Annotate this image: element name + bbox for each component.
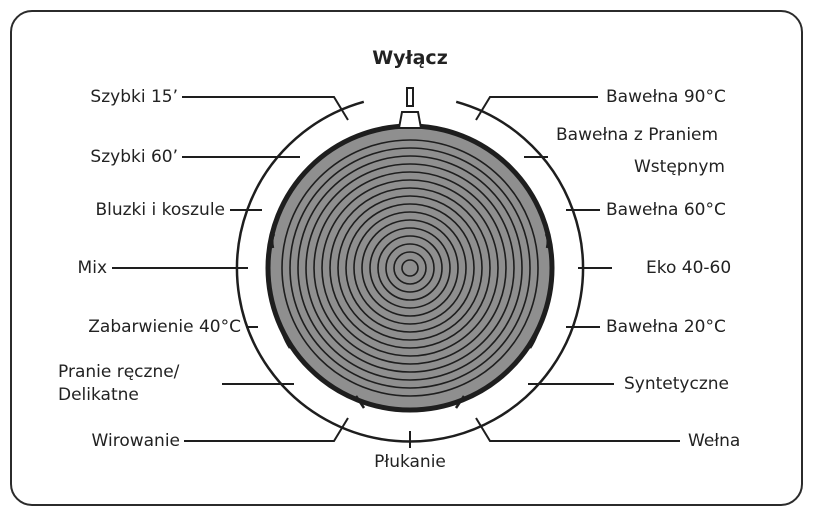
dial-bezel-arc	[235, 100, 585, 443]
knob-ring	[385, 243, 435, 293]
program-knob[interactable]	[265, 123, 555, 413]
knob-pointer-notch	[397, 111, 423, 129]
program-label-szybki-15: Szybki 15’	[90, 87, 178, 107]
diagram-frame	[10, 10, 803, 506]
knob-ring	[281, 139, 539, 397]
knob-ring	[337, 195, 483, 341]
knob-ring	[329, 187, 491, 349]
knob-ring	[401, 259, 419, 277]
program-label-eko-40-60: Eko 40-60	[646, 258, 732, 278]
program-label-delikatne: Delikatne	[58, 385, 139, 405]
knob-grip-ridges	[270, 233, 550, 409]
leader-line-bawelna-90	[475, 96, 598, 121]
program-label-bawelna-20: Bawełna 20°C	[606, 317, 726, 337]
program-label-wirowanie: Wirowanie	[91, 431, 180, 451]
knob-ring	[297, 155, 523, 381]
off-indicator-mark	[406, 87, 414, 107]
program-label-szybki-60: Szybki 60’	[90, 147, 178, 167]
knob-ring	[345, 203, 475, 333]
knob-ring	[305, 163, 515, 373]
program-label-zabarwienie-40: Zabarwienie 40°C	[88, 317, 241, 337]
program-label-bawelna-z-praniem: Bawełna z Praniem	[556, 125, 719, 145]
program-label-plukanie: Płukanie	[374, 452, 446, 472]
program-label-welna: Wełna	[688, 431, 741, 451]
knob-ring	[353, 211, 467, 325]
program-label-wstepnym: Wstępnym	[634, 157, 725, 177]
program-label-pranie-reczne: Pranie ręczne/	[58, 362, 180, 382]
knob-ring	[393, 251, 427, 285]
knob-ring	[313, 171, 507, 365]
knob-ring	[377, 235, 443, 301]
program-label-bawelna-60: Bawełna 60°C	[606, 200, 726, 220]
program-label-mix: Mix	[77, 258, 107, 278]
program-label-bawelna-90: Bawełna 90°C	[606, 87, 726, 107]
knob-ring	[361, 219, 459, 317]
knob-ring	[369, 227, 451, 309]
leader-line-welna	[475, 417, 680, 442]
program-label-bluzki-i-koszule: Bluzki i koszule	[95, 200, 225, 220]
program-label-syntetyczne: Syntetyczne	[624, 374, 729, 394]
knob-concentric-rings	[281, 139, 539, 397]
leader-line-szybki-15	[182, 96, 349, 121]
off-label: Wyłącz	[372, 47, 448, 69]
knob-ring	[289, 147, 531, 389]
leader-line-wirowanie	[184, 417, 349, 442]
knob-ring	[321, 179, 499, 357]
